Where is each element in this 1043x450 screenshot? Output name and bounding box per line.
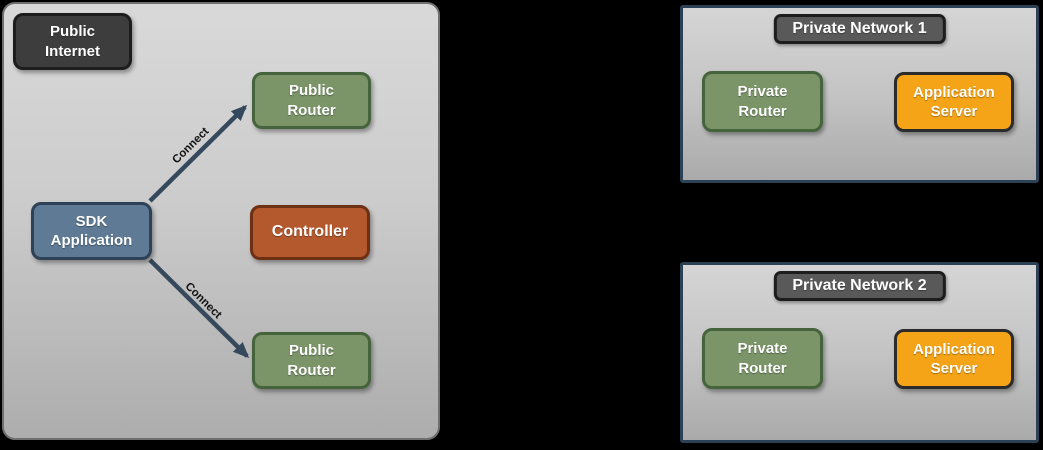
public-internet-group: Connect Connect Public Internet Public R…	[2, 2, 440, 440]
application-server-node-2: Application Server	[894, 329, 1014, 389]
private-router-node-1: Private Router	[702, 71, 823, 132]
connect-arrow-top-label: Connect	[170, 125, 211, 166]
private-router-node-2: Private Router	[702, 328, 823, 389]
application-server-node-1: Application Server	[894, 72, 1014, 132]
public-router-bottom-node: Public Router	[252, 332, 371, 389]
connect-arrow-bottom	[148, 258, 250, 359]
connect-arrow-top	[148, 104, 248, 203]
private-network-1-title: Private Network 1	[773, 14, 946, 44]
sdk-application-node: SDK Application	[31, 202, 152, 260]
controller-node: Controller	[250, 205, 370, 260]
connect-arrow-bottom-label: Connect	[182, 280, 223, 321]
public-internet-label: Public Internet	[13, 13, 132, 70]
public-router-top-node: Public Router	[252, 72, 371, 129]
private-network-1-group: Private Network 1 Private Router Applica…	[680, 5, 1039, 183]
private-network-2-group: Private Network 2 Private Router Applica…	[680, 262, 1039, 443]
private-network-2-title: Private Network 2	[773, 271, 946, 301]
